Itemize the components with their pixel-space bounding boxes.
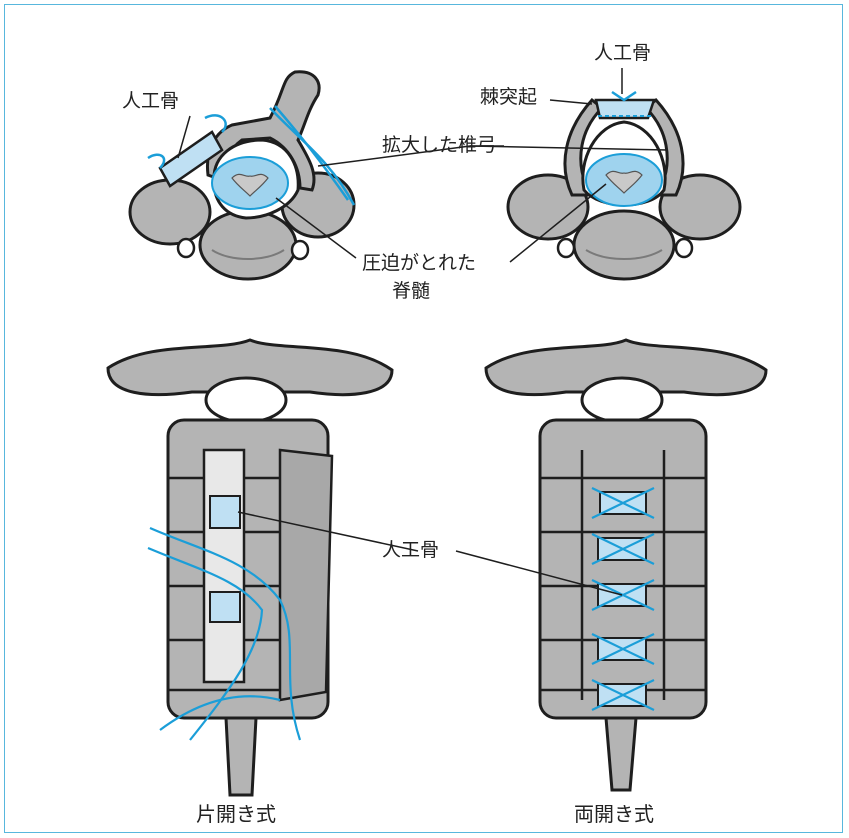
vertebra-cross-section-double-door (508, 92, 740, 279)
cervical-spine-open-door (108, 340, 392, 795)
label-decompressed-cord-2: 脊髄 (392, 282, 430, 301)
caption-open-door: 片開き式 (196, 804, 276, 824)
label-artificial-bone-center: 人工骨 (382, 541, 439, 560)
caption-double-door: 両開き式 (574, 804, 654, 824)
label-decompressed-cord-1: 圧迫がとれた (362, 254, 476, 273)
cervical-spine-double-door (486, 340, 766, 790)
label-artificial-bone-top-right: 人工骨 (594, 44, 651, 63)
label-spinous-process: 棘突起 (480, 88, 537, 107)
label-artificial-bone-top-left: 人工骨 (122, 92, 179, 111)
label-enlarged-lamina: 拡大した椎弓 (382, 136, 496, 155)
